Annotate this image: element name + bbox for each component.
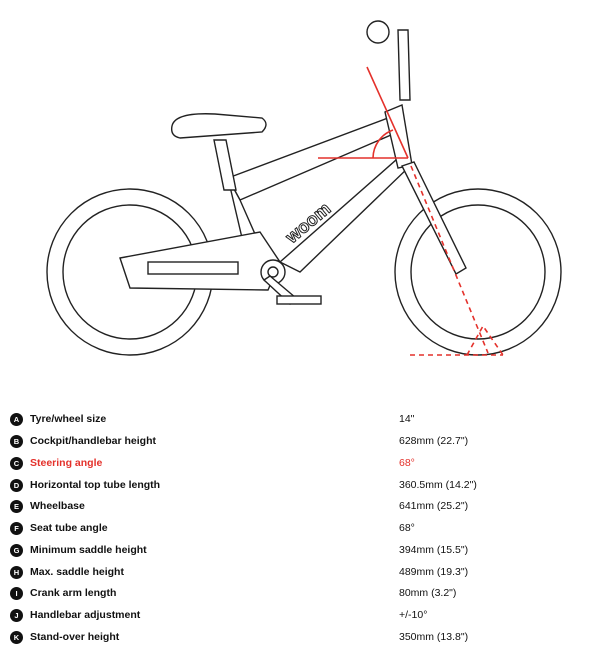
spec-key-badge: C	[10, 457, 23, 470]
spec-key-badge: H	[10, 566, 23, 579]
spec-key-badge: E	[10, 500, 23, 513]
spec-label: Seat tube angle	[30, 522, 108, 534]
spec-value: 489mm (19.3")	[399, 566, 469, 578]
spec-row: D Horizontal top tube length 360.5mm (14.2…	[0, 476, 600, 496]
spec-label: Horizontal top tube length	[30, 479, 161, 491]
spec-key-badge: I	[10, 587, 23, 600]
bike-geometry-diagram: woom	[46, 20, 562, 356]
spec-label: Stand-over height	[30, 631, 120, 643]
spec-row: A Tyre/wheel size 14"	[0, 410, 600, 430]
spec-row: H Max. saddle height 489mm (19.3")	[0, 563, 600, 583]
spec-row: G Minimum saddle height 394mm (15.5")	[0, 541, 600, 561]
spec-value: 80mm (3.2")	[399, 587, 457, 599]
spec-key-badge: D	[10, 479, 23, 492]
spec-key-badge: K	[10, 631, 23, 644]
spec-row: K Stand-over height 350mm (13.8")	[0, 628, 600, 648]
spec-value: 350mm (13.8")	[399, 631, 469, 643]
spec-key-badge: B	[10, 435, 23, 448]
spec-row: J Handlebar adjustment +/-10°	[0, 606, 600, 626]
spec-key-badge: A	[10, 413, 23, 426]
spec-value: +/-10°	[399, 609, 428, 621]
spec-key-badge: J	[10, 609, 23, 622]
spec-value: 68°	[399, 522, 415, 534]
spec-label: Steering angle	[30, 457, 103, 469]
spec-label: Cockpit/handlebar height	[30, 435, 157, 447]
spec-label: Tyre/wheel size	[30, 413, 107, 425]
spec-label: Crank arm length	[30, 587, 117, 599]
spec-key-badge: F	[10, 522, 23, 535]
spec-row: E Wheelbase 641mm (25.2")	[0, 497, 600, 517]
spec-value: 628mm (22.7")	[399, 435, 469, 447]
spec-label: Handlebar adjustment	[30, 609, 141, 621]
spec-label: Max. saddle height	[30, 566, 124, 578]
spec-key-badge: G	[10, 544, 23, 557]
spec-row: I Crank arm length 80mm (3.2")	[0, 584, 600, 604]
spec-row: C Steering angle 68°	[0, 454, 600, 474]
spec-value: 360.5mm (14.2")	[399, 479, 477, 491]
spec-value: 394mm (15.5")	[399, 544, 469, 556]
frame	[119, 20, 467, 305]
spec-row: B Cockpit/handlebar height 628mm (22.7")	[0, 432, 600, 452]
front-wheel	[394, 188, 562, 356]
spec-value: 68°	[399, 457, 415, 469]
spec-label: Minimum saddle height	[30, 544, 147, 556]
steering-angle-marker	[318, 66, 504, 356]
spec-value: 641mm (25.2")	[399, 500, 469, 512]
spec-row: F Seat tube angle 68°	[0, 519, 600, 539]
spec-value: 14"	[399, 413, 415, 425]
spec-label: Wheelbase	[30, 500, 85, 512]
